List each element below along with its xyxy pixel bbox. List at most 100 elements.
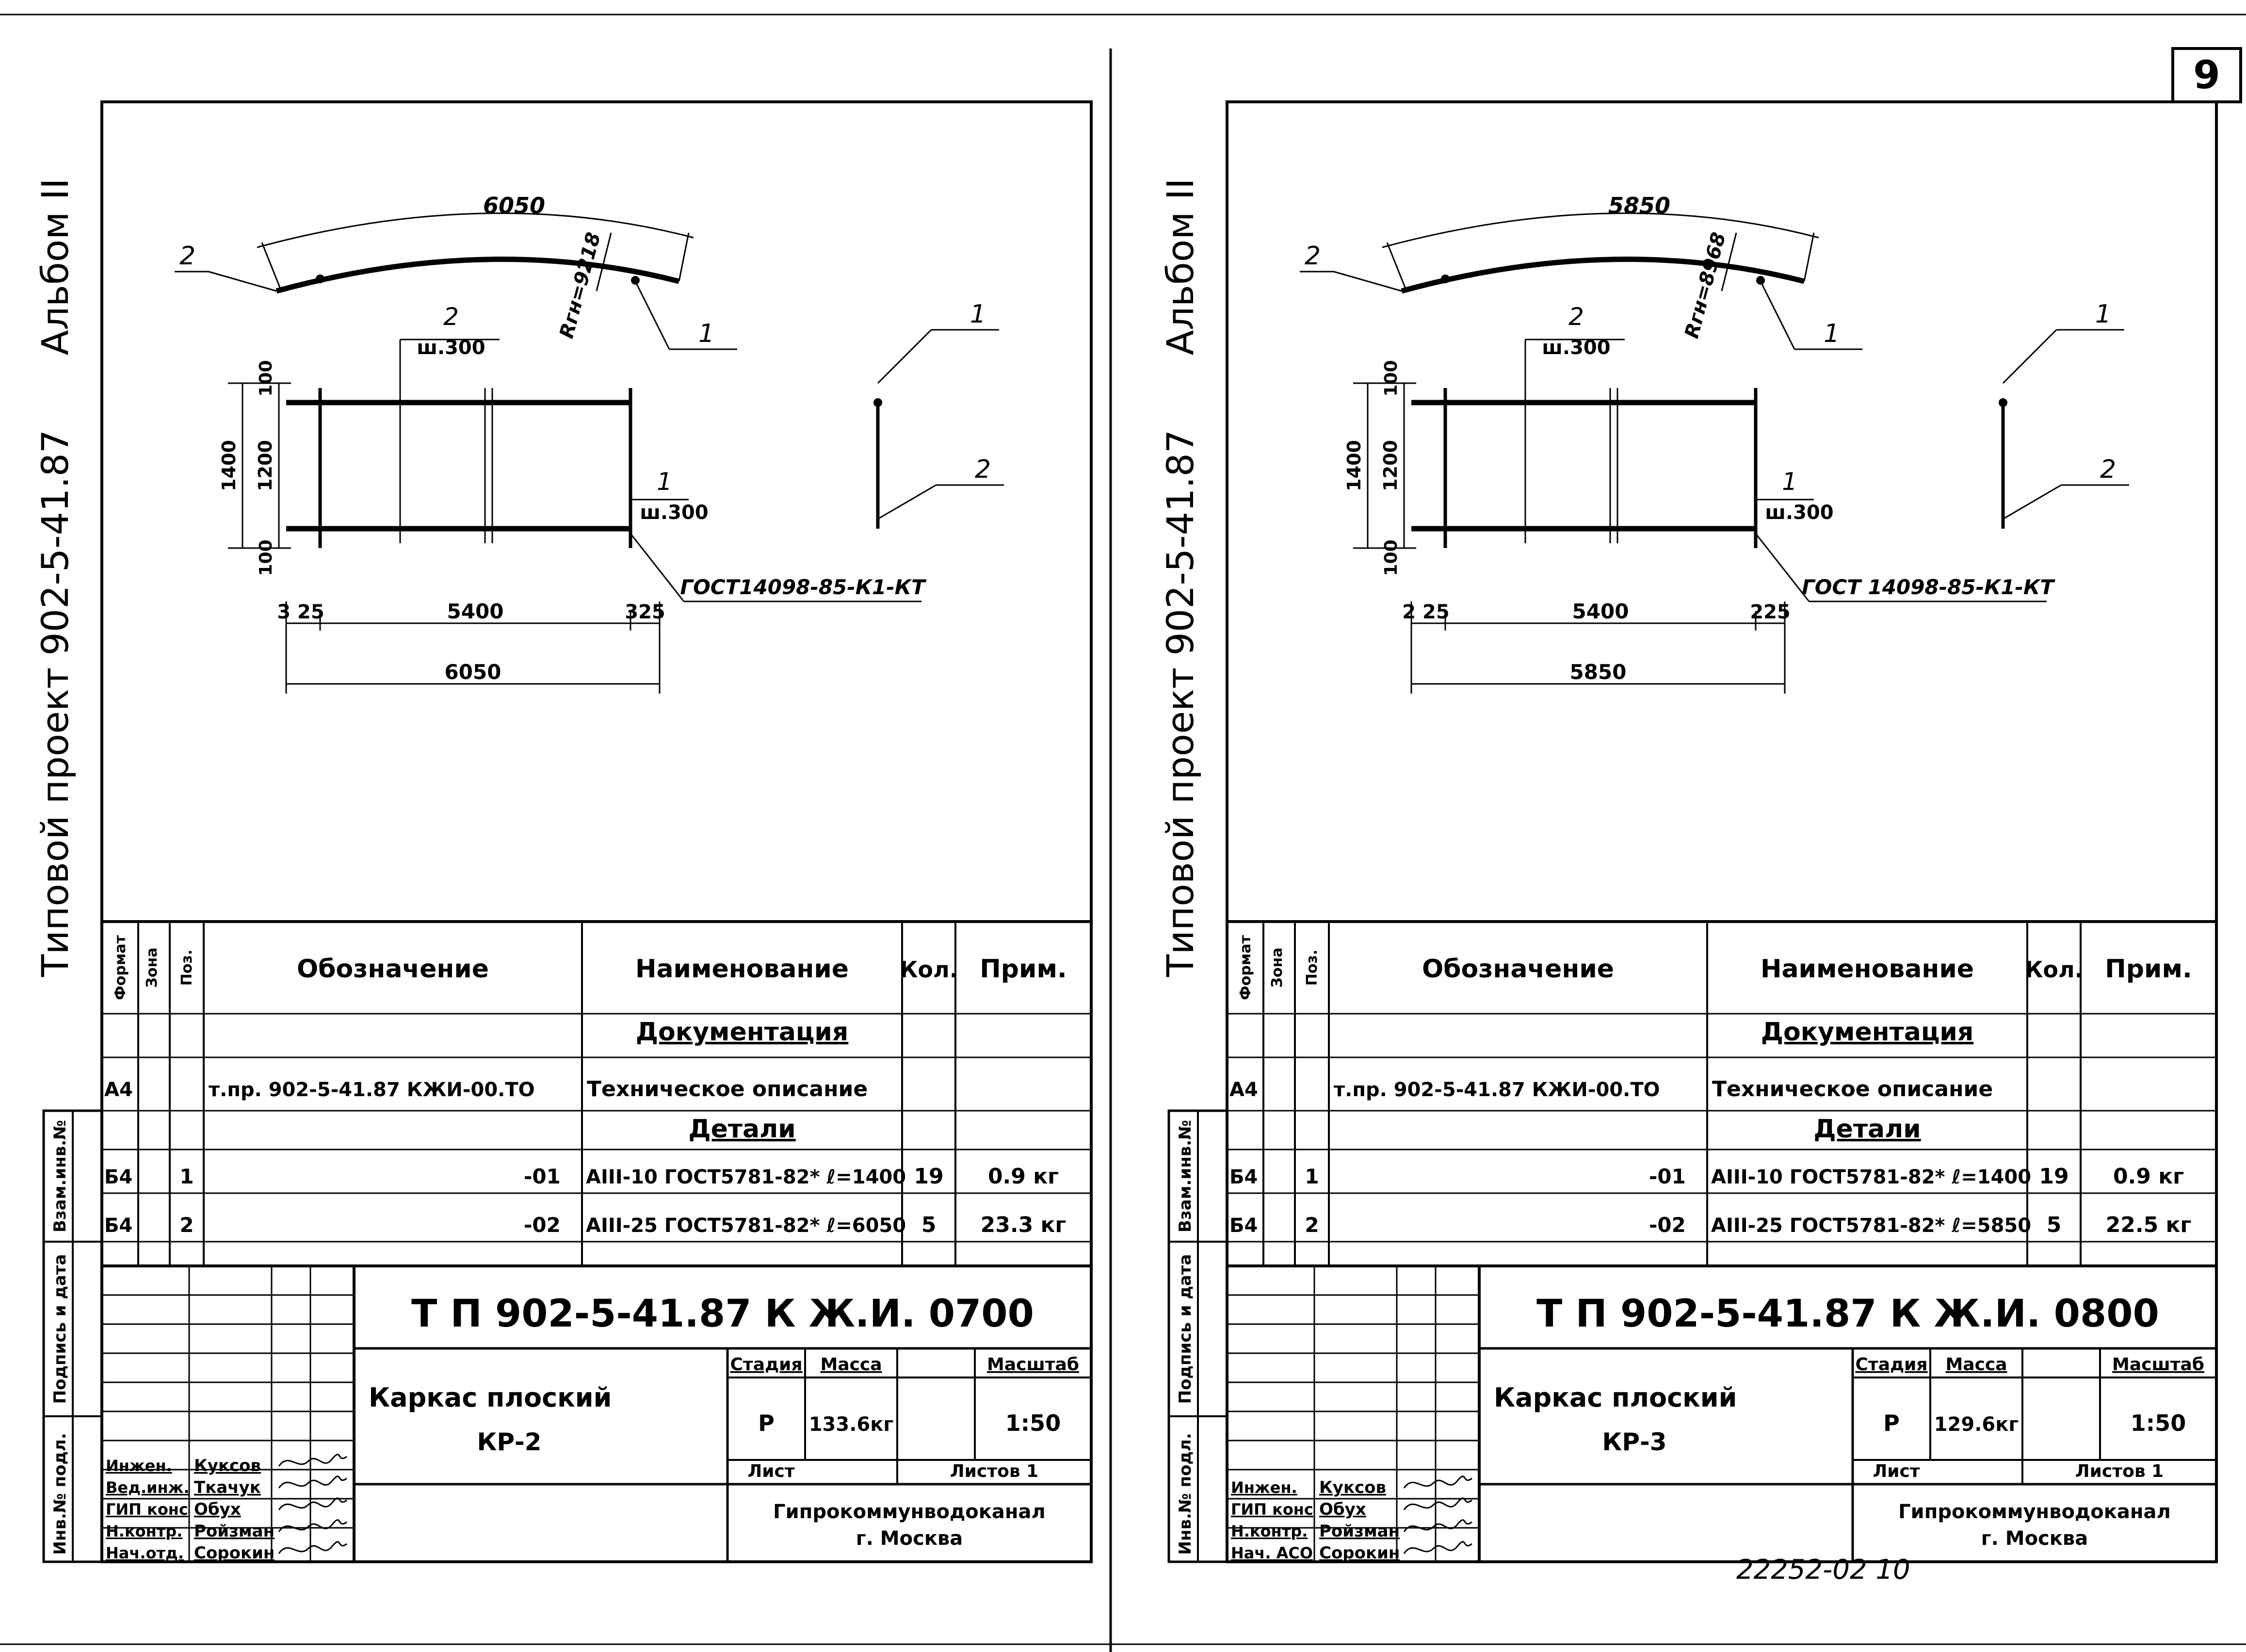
doc-name: Техническое описание: [1712, 1077, 1993, 1101]
doc-format: А4: [104, 1079, 133, 1101]
part-pos: 2: [179, 1213, 194, 1237]
part-designation: -01: [524, 1165, 561, 1188]
part-name: АIII-10 ГОСТ5781-82* ℓ=1400: [1711, 1166, 2031, 1188]
project-label: Типовой проект 902-5-41.87: [33, 430, 77, 977]
arc-ext-left: [261, 242, 282, 292]
leader-pos1-top: [634, 281, 670, 350]
stamp-replaced-inv: Взам.инв.№: [50, 1120, 70, 1232]
sheet-label: Лист: [747, 1461, 794, 1481]
section-docs: Документация: [636, 1018, 849, 1047]
archive-number: 22252-02 10: [1736, 1554, 1910, 1586]
part-pos: 1: [1305, 1165, 1319, 1188]
col-note: Прим.: [980, 955, 1066, 984]
signature: [278, 1475, 347, 1489]
col-designation: Обозначение: [297, 955, 489, 984]
weld-dot: [1999, 398, 2007, 407]
height-total-label: 1400: [1343, 440, 1365, 491]
weld-note: ГОСТ14098-85-К1-КТ: [680, 575, 927, 599]
signature: [278, 1497, 347, 1510]
document-code: Т П 902-5-41.87 К Ж.И. 0800: [1536, 1292, 2159, 1336]
stamp-signature-date: Подпись и дата: [50, 1254, 70, 1404]
arc-dimension: [257, 212, 694, 248]
scale-label: Масштаб: [987, 1355, 1079, 1375]
organization: Гипрокоммунводоканал: [1898, 1501, 2171, 1523]
staff-name: Сорокин: [194, 1543, 275, 1563]
staff-role: ГИП конс: [1231, 1500, 1313, 1519]
leader-pos2: [208, 271, 277, 292]
weld-note: ГОСТ 14098-85-К1-КТ: [1802, 575, 2055, 599]
col-format: Формат: [1237, 935, 1254, 1000]
staff-name: Обух: [194, 1500, 241, 1519]
part-designation: -01: [1649, 1165, 1686, 1188]
signature: [1403, 1541, 1472, 1554]
staff-name: Сорокин: [1319, 1543, 1400, 1563]
arc-dimension: [1382, 212, 1819, 248]
sheet-label: Лист: [1873, 1461, 1920, 1481]
weld-dot: [1441, 275, 1450, 283]
part-designation: -02: [1649, 1213, 1686, 1237]
doc-designation: т.пр. 902-5-41.87 КЖИ-00.ТО: [1334, 1079, 1660, 1101]
mid-dim-label: 5400: [1572, 599, 1629, 623]
offset-bottom-label: 100: [1381, 539, 1401, 576]
arc-ext-right: [678, 232, 690, 282]
pos1-label-side: 1: [2095, 300, 2111, 329]
section-parts: Детали: [1813, 1115, 1921, 1144]
scale-value: 1:50: [1005, 1410, 1061, 1436]
scale-label: Масштаб: [2112, 1355, 2204, 1375]
leader-pos1-top: [1760, 281, 1795, 350]
staff-name: Ройзман: [194, 1522, 275, 1541]
spacing-label-bottom: ш.300: [640, 502, 708, 524]
pos2-label-side: 2: [2100, 455, 2116, 484]
staff-role: Нач.отд.: [106, 1544, 184, 1562]
title-line2: КР-3: [1602, 1428, 1666, 1456]
leader-pos2-side: [2003, 484, 2062, 520]
pos2-label-top: 2: [179, 242, 195, 271]
stage-label: Стадия: [1856, 1355, 1928, 1375]
pos1-label-side: 1: [970, 300, 986, 329]
organization: Гипрокоммунводоканал: [773, 1501, 1046, 1523]
col-name: Наименование: [1761, 955, 1974, 984]
pos2-label-plan: 2: [1568, 303, 1584, 331]
signature: [278, 1454, 347, 1467]
doc-name: Техническое описание: [587, 1077, 868, 1101]
staff-name: Обух: [1319, 1500, 1366, 1519]
signature: [1403, 1497, 1472, 1510]
project-label: Типовой проект 902-5-41.87: [1159, 430, 1202, 977]
part-pos: 2: [1305, 1213, 1319, 1237]
weld-dot: [1756, 276, 1765, 285]
stamp-replaced-inv: Взам.инв.№: [1176, 1120, 1195, 1232]
staff-role: Инжен.: [106, 1457, 172, 1475]
doc-designation: т.пр. 902-5-41.87 КЖИ-00.ТО: [209, 1079, 535, 1101]
leader-pos2: [1333, 271, 1402, 292]
curved-bar: [275, 257, 680, 294]
part-name: АIII-10 ГОСТ5781-82* ℓ=1400: [586, 1166, 906, 1188]
left-dim-label: 3 25: [277, 601, 324, 623]
staff-role: Н.контр.: [106, 1522, 182, 1540]
total-width-label: 5850: [1570, 660, 1627, 684]
height-inner-label: 1200: [255, 440, 276, 491]
part-note: 22.5 кг: [2106, 1213, 2192, 1237]
pos2-label-side: 2: [975, 455, 991, 484]
height-inner-label: 1200: [1380, 440, 1401, 491]
radius-arrow: [1721, 232, 1737, 292]
part-qty: 5: [921, 1213, 937, 1237]
signature: [1403, 1475, 1472, 1489]
doc-format: А4: [1229, 1079, 1258, 1101]
pos1-label-top: 1: [698, 319, 714, 348]
pos1-label-plan: 1: [1782, 468, 1797, 496]
offset-bottom-label: 100: [256, 539, 276, 576]
staff-name: Ройзман: [1319, 1522, 1400, 1541]
signature: [278, 1541, 347, 1554]
drawing-frame: [100, 100, 1093, 1563]
signature: [1403, 1519, 1472, 1532]
height-total-label: 1400: [218, 440, 240, 491]
document-code: Т П 902-5-41.87 К Ж.И. 0700: [411, 1292, 1034, 1336]
